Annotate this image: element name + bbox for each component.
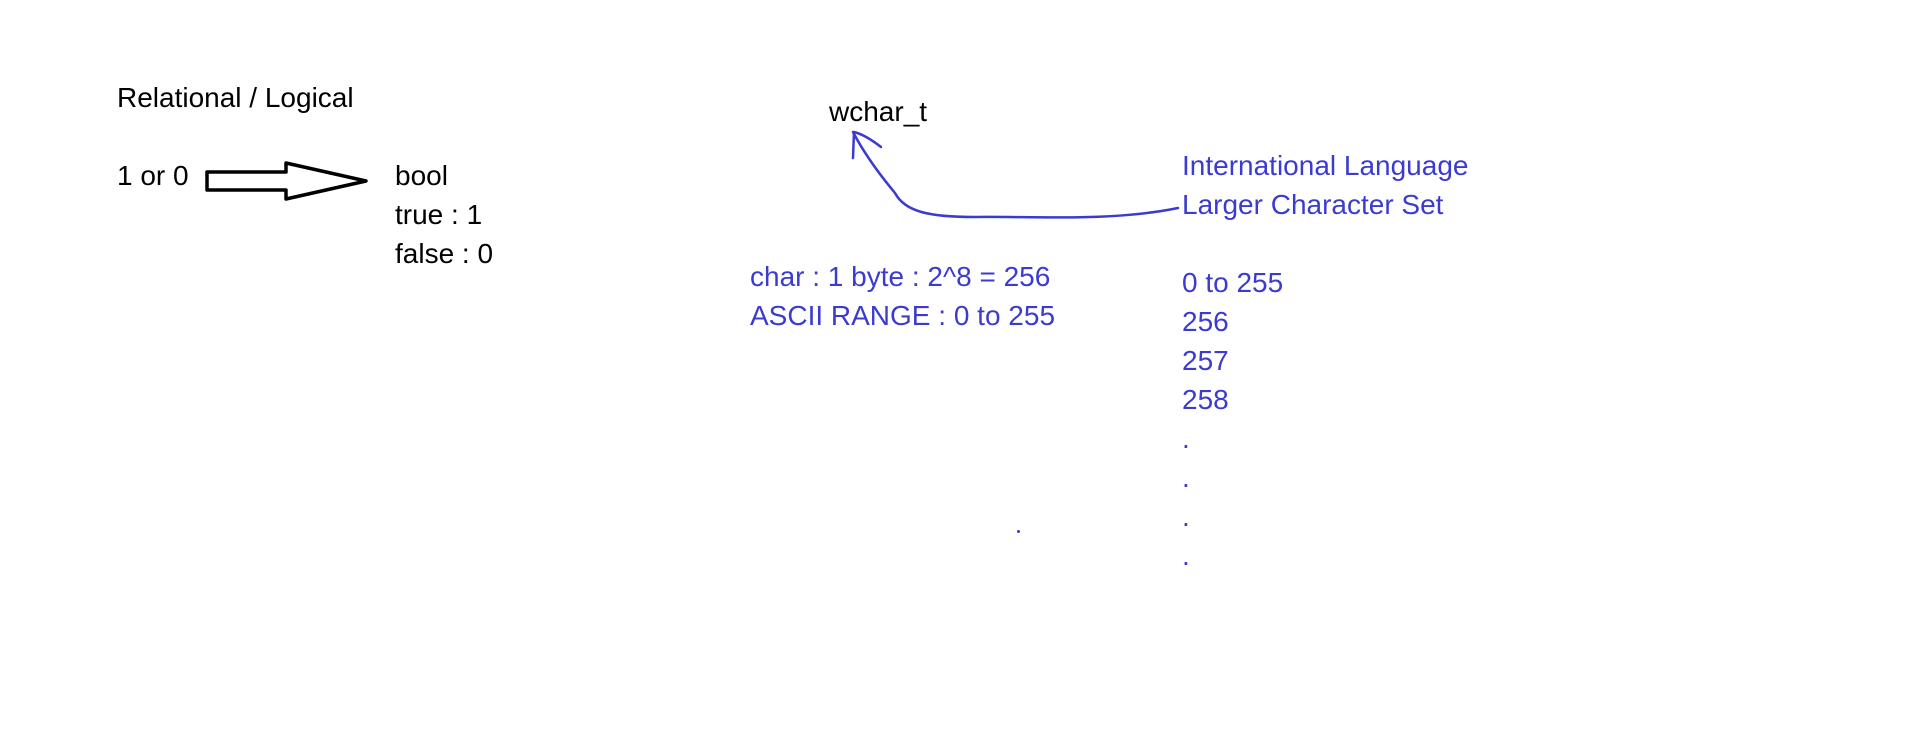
range-item: . xyxy=(1182,423,1190,454)
international-language-line: International Language xyxy=(1182,150,1469,181)
range-item: . xyxy=(1182,501,1190,532)
range-item: 0 to 255 xyxy=(1182,267,1284,298)
range-item: . xyxy=(1182,540,1190,571)
ascii-range-line: ASCII RANGE : 0 to 255 xyxy=(750,300,1056,331)
range-item: . xyxy=(1182,462,1190,493)
relational-logical-title: Relational / Logical xyxy=(117,82,354,113)
hollow-arrow xyxy=(205,161,368,201)
input-value-label: 1 or 0 xyxy=(117,160,189,191)
bool-type-label: bool xyxy=(395,160,448,191)
wchar-label: wchar_t xyxy=(829,96,928,127)
range-item: 256 xyxy=(1182,306,1229,337)
bool-false-line: false : 0 xyxy=(395,238,494,269)
range-item: 257 xyxy=(1182,345,1229,376)
larger-charset-line: Larger Character Set xyxy=(1182,189,1444,220)
range-item: 258 xyxy=(1182,384,1229,415)
char-size-line: char : 1 byte : 2^8 = 256 xyxy=(750,261,1051,292)
curved-arrow-head xyxy=(851,130,883,160)
stray-dot xyxy=(1017,530,1020,533)
bool-true-line: true : 1 xyxy=(395,199,483,230)
curved-arrow xyxy=(851,130,1180,219)
